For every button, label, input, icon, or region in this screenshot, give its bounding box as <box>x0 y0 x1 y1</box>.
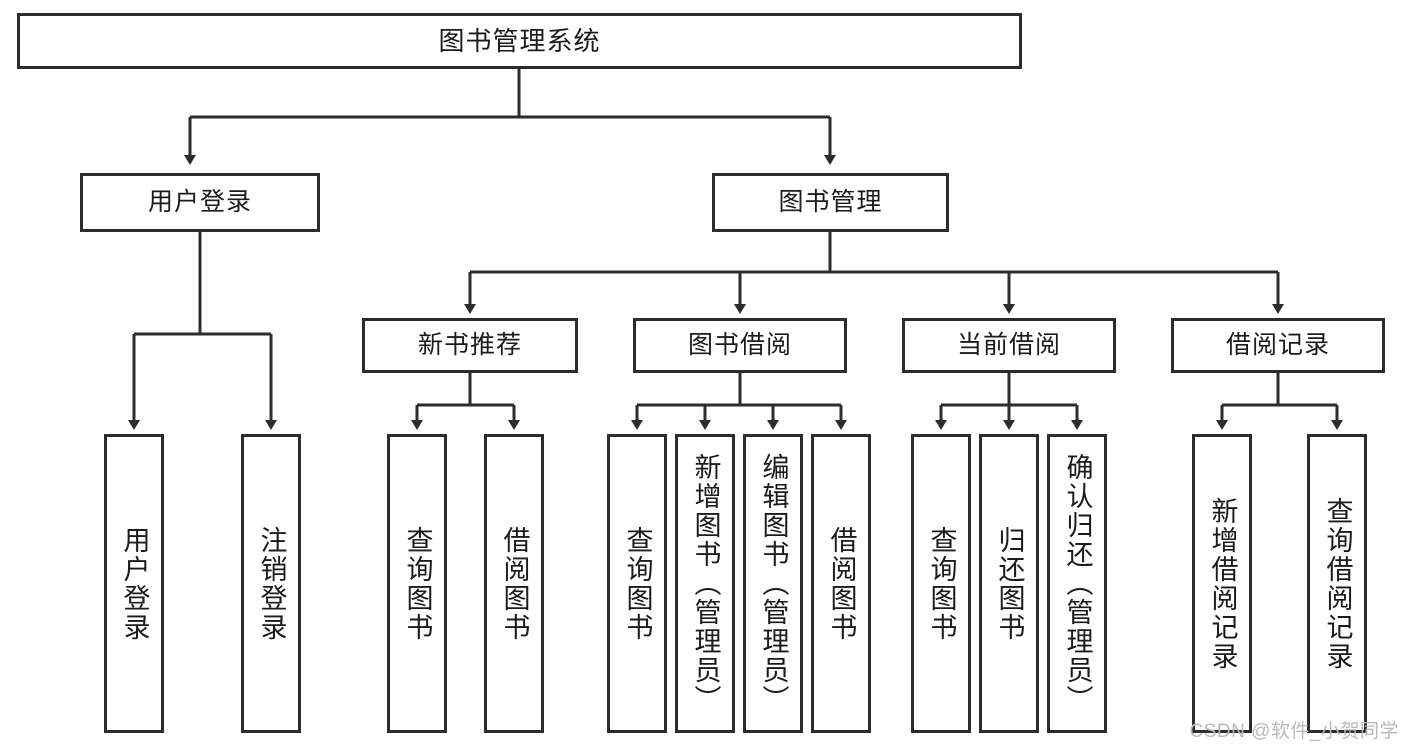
node-label: 借阅图书 <box>826 525 857 642</box>
node-label: 用户登录 <box>147 187 252 216</box>
node-new-book-recommend[interactable]: 新书推荐 <box>362 318 578 373</box>
node-leaf-borrow-book[interactable]: 借阅图书 <box>811 434 871 733</box>
node-label: 新增借阅记录 <box>1207 496 1238 671</box>
node-label: 新增图书（管理员） <box>690 453 721 714</box>
node-label: 用户登录 <box>119 525 150 642</box>
node-leaf-query-book-recommend[interactable]: 查询图书 <box>387 434 447 733</box>
node-user-login[interactable]: 用户登录 <box>80 173 320 232</box>
node-leaf-edit-book-admin[interactable]: 编辑图书（管理员） <box>743 434 803 733</box>
node-label: 新书推荐 <box>417 330 522 359</box>
node-label: 图书管理 <box>778 187 883 216</box>
node-leaf-query-book-borrow[interactable]: 查询图书 <box>607 434 667 733</box>
node-book-borrow[interactable]: 图书借阅 <box>633 318 847 373</box>
node-current-borrow[interactable]: 当前借阅 <box>902 318 1116 373</box>
node-label: 编辑图书（管理员） <box>758 453 789 714</box>
node-book-management[interactable]: 图书管理 <box>712 173 949 232</box>
node-book-management-system[interactable]: 图书管理系统 <box>17 13 1022 69</box>
node-label: 借阅记录 <box>1225 330 1330 359</box>
node-label: 查询图书 <box>926 525 957 642</box>
node-label: 归还图书 <box>994 525 1025 642</box>
node-label: 借阅图书 <box>499 525 530 642</box>
watermark: CSDN @软件_小贺同学 <box>1189 721 1399 742</box>
node-label: 查询图书 <box>402 525 433 642</box>
node-label: 确认归还（管理员） <box>1062 453 1093 714</box>
node-label: 图书借阅 <box>687 330 792 359</box>
node-borrow-record[interactable]: 借阅记录 <box>1171 318 1385 373</box>
node-leaf-user-login[interactable]: 用户登录 <box>104 434 164 733</box>
node-leaf-query-borrow-record[interactable]: 查询借阅记录 <box>1307 434 1367 733</box>
node-leaf-return-book[interactable]: 归还图书 <box>979 434 1039 733</box>
node-leaf-logout-login[interactable]: 注销登录 <box>241 434 301 733</box>
node-leaf-add-book-admin[interactable]: 新增图书（管理员） <box>675 434 735 733</box>
node-leaf-confirm-return-admin[interactable]: 确认归还（管理员） <box>1047 434 1107 733</box>
node-leaf-add-borrow-record[interactable]: 新增借阅记录 <box>1192 434 1252 733</box>
node-label: 查询图书 <box>622 525 653 642</box>
node-leaf-borrow-book-recommend[interactable]: 借阅图书 <box>484 434 544 733</box>
node-label: 当前借阅 <box>956 330 1061 359</box>
node-label: 查询借阅记录 <box>1322 496 1353 671</box>
node-label: 注销登录 <box>256 525 287 642</box>
node-label: 图书管理系统 <box>438 25 601 56</box>
node-leaf-query-book-current[interactable]: 查询图书 <box>911 434 971 733</box>
